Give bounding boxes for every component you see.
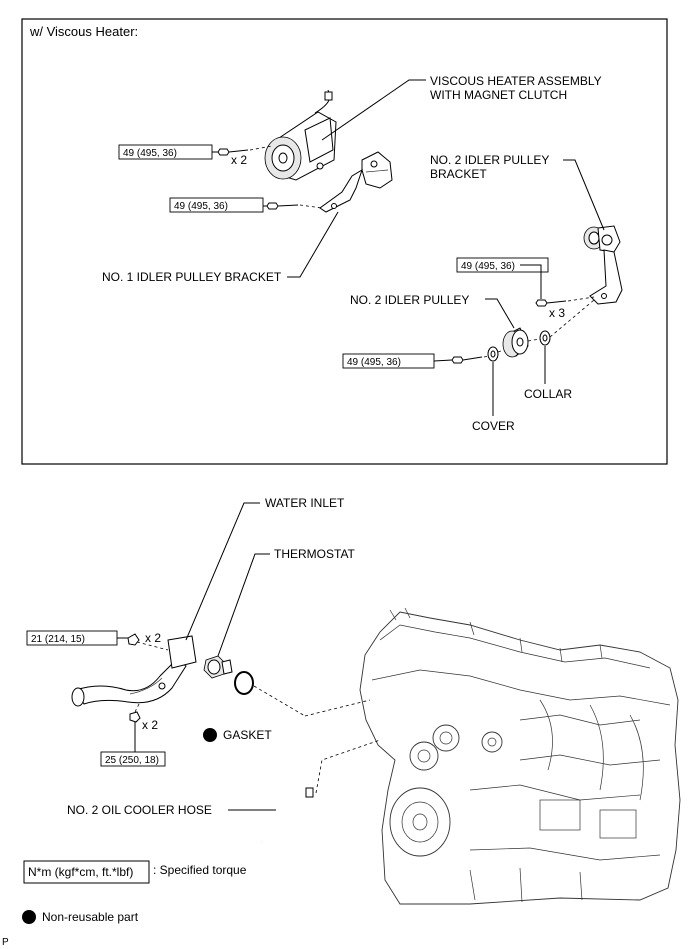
legend-torque-box (23, 860, 150, 884)
inlet-upper-bolt (127, 633, 140, 646)
section-header: w/ Viscous Heater: (29, 24, 138, 39)
collar (539, 330, 551, 346)
inlet-lower-bolt (129, 711, 141, 723)
no2-oil-cooler-hose-label: NO. 2 OIL COOLER HOSE (67, 803, 212, 817)
nonreusable-mark-gasket (203, 728, 217, 742)
no2-idler-pulley-label: NO. 2 IDLER PULLEY (350, 293, 469, 307)
gasket-label: GASKET (223, 728, 272, 742)
cover (487, 346, 499, 362)
torque-box-bracket1 (169, 197, 264, 213)
pulley-bolt (451, 356, 483, 364)
viscous-heater-label-2: WITH MAGNET CLUTCH (430, 88, 567, 102)
gasket (234, 671, 254, 695)
torque-box-bracket2 (456, 257, 549, 273)
torque-inlet-lower: 25 (250, 18) (105, 755, 159, 766)
torque-heater-bolts: 49 (495, 36) (123, 148, 177, 159)
thermostat (203, 655, 233, 679)
water-inlet (71, 635, 197, 707)
legend-torque-text: : Specified torque (153, 863, 247, 877)
collar-label: COLLAR (524, 387, 572, 401)
no1-idler-bracket-label: NO. 1 IDLER PULLEY BRACKET (102, 270, 282, 284)
torque-bracket1-bolt: 49 (495, 36) (174, 201, 228, 212)
bracket1-bolt (266, 202, 299, 210)
qty-inlet-upper: x 2 (145, 631, 161, 645)
no2-idler-bracket-label-2: BRACKET (430, 167, 487, 181)
viscous-heater-assembly (264, 89, 337, 181)
legend-nonreusable-text: Non-reusable part (42, 910, 139, 924)
torque-inlet-upper: 21 (214, 15) (31, 634, 85, 645)
torque-pulley-bolt: 49 (495, 36) (347, 357, 401, 368)
no1-idler-pulley-bracket (319, 151, 393, 213)
legend-nonreusable-dot (22, 910, 36, 924)
water-inlet-label: WATER INLET (265, 496, 345, 510)
viscous-heater-label-1: VISCOUS HEATER ASSEMBLY (430, 74, 602, 88)
torque-box-inlet-lower (100, 751, 166, 767)
legend-torque-units: N*m (kgf*cm, ft.*lbf) (28, 865, 133, 879)
thermostat-label: THERMOSTAT (274, 547, 356, 561)
engine-block (359, 607, 681, 905)
no2-idler-pulley-bracket (583, 225, 623, 305)
viscous-heater-frame (21, 18, 668, 465)
qty-heater-bolts: x 2 (231, 153, 247, 167)
qty-bracket2-bolts: x 3 (549, 306, 565, 320)
torque-bracket2-bolts: 49 (495, 36) (461, 261, 515, 272)
cover-label: COVER (472, 419, 515, 433)
corner-mark: P (2, 937, 9, 948)
qty-inlet-lower: x 2 (142, 718, 158, 732)
no2-idler-pulley (502, 327, 529, 358)
no2-oil-cooler-hose (260, 787, 314, 843)
no2-idler-bracket-label-1: NO. 2 IDLER PULLEY (430, 153, 549, 167)
bracket2-bolt (535, 299, 567, 307)
